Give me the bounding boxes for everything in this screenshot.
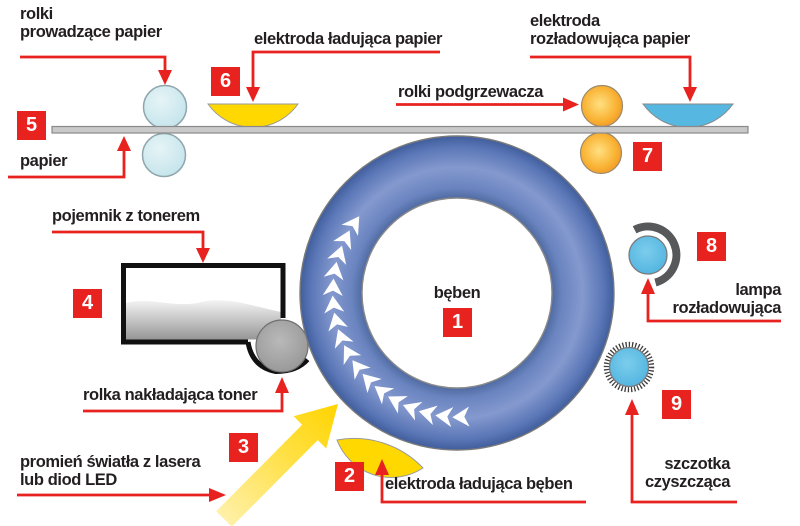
lamp-reflector-arc [632, 222, 681, 287]
label-paper: papier [20, 152, 68, 170]
marker-cleaning-brush: 9 [662, 390, 691, 419]
label-paper-guide-rollers: rolki prowadzące papier [20, 5, 162, 41]
marker-drum-charging-electrode: 2 [335, 462, 364, 491]
label-heater-rollers: rolki podgrzewacza [398, 83, 543, 101]
leader-toner-applying-roller [83, 392, 284, 413]
leader-drum-charging-electrode [380, 474, 586, 504]
marker-paper: 5 [17, 111, 46, 140]
marker-heater-rollers: 7 [633, 142, 662, 171]
leader-paper-discharging-electrode [530, 55, 692, 88]
label-line: pojemnik z tonerem [52, 207, 200, 225]
label-line: elektroda ładująca papier [254, 30, 443, 48]
label-line: czyszcząca [645, 473, 730, 492]
label-line: rolka nakładająca toner [83, 386, 258, 404]
leader-discharge-lamp [646, 293, 781, 323]
label-line: rolki podgrzewacza [398, 83, 544, 101]
label-line: prowadzące papier [20, 23, 162, 42]
marker-light-beam: 3 [229, 433, 258, 462]
label-line: rozładowująca papier [530, 30, 690, 49]
heater-roller-bottom [579, 131, 623, 175]
paper-line [51, 125, 749, 134]
label-drum-charging-electrode: elektroda ładująca bęben [385, 475, 573, 493]
label-discharge-lamp: lampa rozładowująca [673, 281, 782, 317]
label-paper-charging-electrode: elektroda ładująca papier [254, 30, 442, 48]
label-light-beam: promień światła z lasera lub diod LED [20, 453, 201, 490]
leader-cleaning-brush [630, 414, 737, 504]
drum-rotation-arrows [322, 216, 470, 428]
marker-paper-charging-electrode: 6 [211, 67, 240, 96]
label-cleaning-brush: szczotka czyszcząca [645, 455, 730, 491]
paper-discharging-electrode-shape [642, 103, 734, 128]
label-line: rozładowująca [672, 299, 782, 318]
label-toner-container: pojemnik z tonerem [52, 207, 200, 225]
label-drum: bęben [407, 284, 507, 302]
discharge-lamp-shape [628, 235, 668, 275]
label-paper-discharging-electrode: elektroda rozładowująca papier [530, 12, 690, 48]
drum-core [361, 197, 553, 389]
toner-fill [126, 300, 281, 340]
paper-charging-electrode-shape [207, 103, 299, 128]
label-line: szczotka [664, 455, 730, 473]
marker-toner-container: 4 [73, 289, 102, 318]
marker-drum: 1 [443, 308, 472, 337]
paper-guide-roller-top [142, 84, 188, 130]
label-line: promień światła z lasera [20, 453, 201, 471]
leader-toner-container [52, 230, 205, 249]
paper-guide-roller-bottom [141, 132, 187, 178]
label-toner-applying-roller: rolka nakładająca toner [83, 386, 258, 404]
marker-discharge-lamp: 8 [697, 232, 726, 261]
laser-beam-arrow [216, 404, 338, 526]
label-line: rolki [20, 5, 53, 23]
label-line: bęben [433, 284, 481, 302]
label-line: elektroda [530, 12, 600, 30]
label-line: lub diod LED [20, 471, 117, 490]
leader-paper [8, 150, 126, 179]
toner-applying-roller-shape [255, 319, 309, 373]
heater-roller-top [580, 84, 624, 128]
leader-lines [8, 50, 781, 504]
leader-arrowheads [117, 70, 697, 502]
leader-paper-charging-electrode [251, 50, 440, 88]
leader-paper-guide-rollers [20, 55, 167, 71]
label-line: elektroda ładująca bęben [385, 475, 573, 493]
cleaning-brush-shape [603, 341, 655, 393]
label-line: papier [20, 152, 68, 170]
label-line: lampa [735, 281, 781, 299]
